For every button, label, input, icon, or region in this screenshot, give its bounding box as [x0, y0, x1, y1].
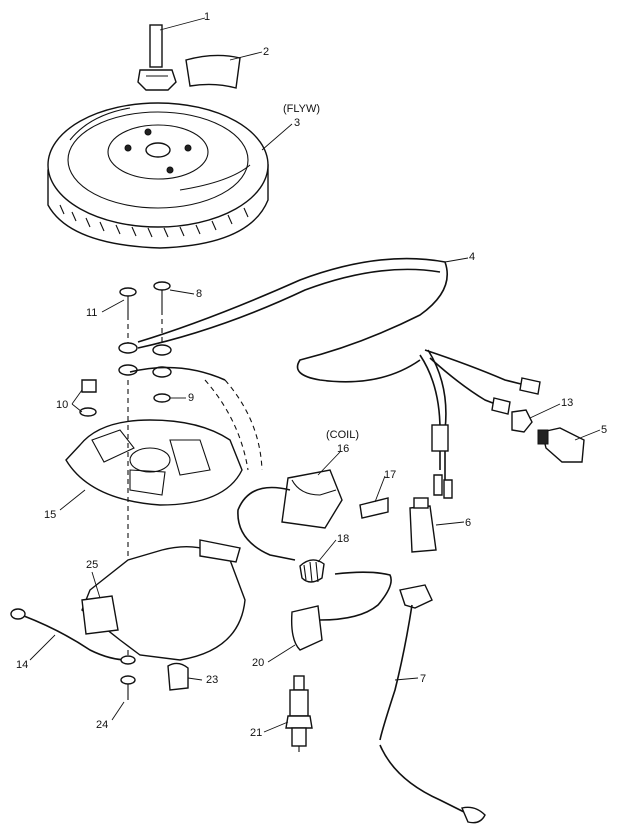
label-6: 6 [465, 517, 471, 529]
label-8: 8 [196, 288, 202, 300]
label-1: 1 [204, 11, 210, 23]
label-21: 21 [250, 727, 262, 739]
part-14-ground-lead [10, 608, 136, 665]
part-23-cap [167, 662, 189, 691]
part-1-flywheel-nut [137, 24, 177, 91]
label-20: 20 [252, 657, 264, 669]
part-5-switch [537, 427, 585, 463]
label-16: 16 [337, 443, 349, 455]
part-15-armature-plate [65, 379, 263, 660]
part-3-flywheel [47, 102, 269, 249]
part-11-screw [119, 287, 137, 345]
part-16-ignition-coil [237, 469, 343, 561]
label-flyw: (FLYW) [283, 103, 320, 115]
leader-lines [29, 17, 601, 733]
label-7: 7 [420, 673, 426, 685]
label-4: 4 [469, 251, 475, 263]
label-9: 9 [188, 392, 194, 404]
part-21-spark-plug [285, 675, 313, 752]
label-10: 10 [56, 399, 68, 411]
part-6-connector [409, 497, 437, 553]
label-18: 18 [337, 533, 349, 545]
part-7-ground-wire [379, 584, 486, 824]
part-13-nut [511, 409, 533, 433]
part-24-screw [120, 675, 136, 700]
part-9-washer-set [118, 342, 226, 403]
label-17: 17 [384, 469, 396, 481]
part-2-flywheel-key [185, 54, 241, 89]
label-5: 5 [601, 424, 607, 436]
part-20-spark-plug-boot [290, 571, 392, 651]
label-11: 11 [86, 307, 97, 319]
part-4-wire-harness [137, 257, 541, 499]
part-25-breaker-cover-plate [81, 539, 246, 661]
label-coil: (COIL) [326, 429, 359, 441]
part-labels: 1 2 (FLYW) 3 4 5 6 7 8 9 10 11 13 14 15 … [16, 11, 607, 739]
label-25: 25 [86, 559, 98, 571]
label-13: 13 [561, 397, 573, 409]
part-18-spring [299, 559, 325, 583]
label-14: 14 [16, 659, 28, 671]
label-15: 15 [44, 509, 56, 521]
part-10-screw-washer [79, 379, 97, 417]
part-8-screw [153, 281, 171, 348]
label-23: 23 [206, 674, 218, 686]
label-24: 24 [96, 719, 108, 731]
part-17-clip [359, 497, 389, 519]
label-3: 3 [294, 117, 300, 129]
label-2: 2 [263, 46, 269, 58]
